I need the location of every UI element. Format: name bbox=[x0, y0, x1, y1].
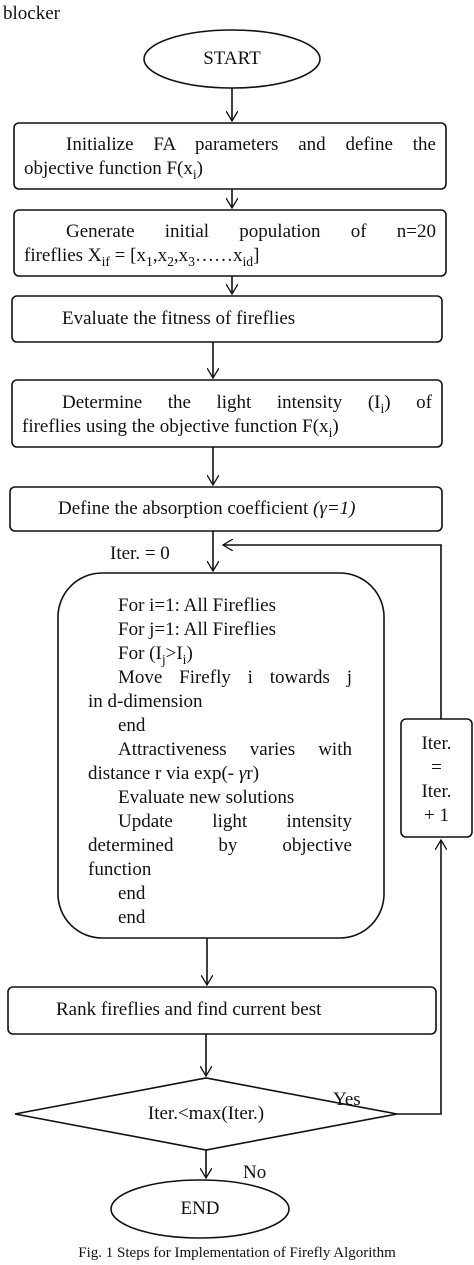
init-box-line-2: objective function F(xi) bbox=[24, 158, 203, 182]
loop-line-13: end bbox=[118, 883, 146, 904]
decision-label: Iter.<max(Iter.) bbox=[147, 1103, 265, 1124]
end-oval bbox=[110, 1179, 290, 1239]
evaluate-box-label: Evaluate the fitness of fireflies bbox=[62, 308, 296, 329]
generate-box-line-2: fireflies Xif = [x1,x2,x3……xid] bbox=[24, 245, 260, 269]
loop-line-4: Move Firefly i towards j bbox=[118, 667, 352, 688]
light-box-line-2: fireflies using the objective function F… bbox=[22, 416, 339, 440]
loop-line-5: in d-dimension bbox=[88, 691, 203, 712]
generate-box-shape bbox=[13, 209, 447, 277]
loop-box-shape bbox=[57, 572, 385, 939]
loop-line-7: Attractiveness varies with bbox=[118, 739, 352, 760]
end-label: END bbox=[180, 1198, 220, 1219]
loop-line-12: function bbox=[88, 859, 152, 880]
rank-box-label: Rank fireflies and find current best bbox=[56, 999, 322, 1020]
rank-box-shape bbox=[7, 986, 437, 1035]
init-box-line-1: Initialize FA parameters and define the bbox=[66, 134, 436, 155]
light-box-line-1: Determine the light intensity (Ii) of bbox=[62, 392, 432, 416]
init-box-shape bbox=[13, 122, 447, 190]
arrow-increment-to-loop bbox=[223, 545, 442, 719]
iteration-init-label: Iter. = 0 bbox=[110, 543, 170, 564]
start-label: START bbox=[203, 48, 261, 69]
loop-line-8: distance r via exp(- γr) bbox=[88, 763, 260, 784]
loop-line-2: For j=1: All Fireflies bbox=[118, 619, 276, 640]
no-label: No bbox=[243, 1162, 267, 1183]
loop-line-3: For (Ij>Ii) bbox=[118, 643, 193, 667]
figure-caption: Fig. 1 Steps for Implementation of Firef… bbox=[78, 1245, 396, 1261]
iteration-increment-box-shape bbox=[400, 718, 473, 838]
absorption-box-label: Define the absorption coefficient (γ=1) bbox=[58, 498, 356, 519]
increment-line-3: Iter. bbox=[421, 781, 452, 802]
loop-line-11: determined by objective bbox=[88, 835, 352, 856]
loop-line-1: For i=1: All Fireflies bbox=[118, 595, 276, 616]
light-intensity-box-shape bbox=[11, 379, 443, 448]
loop-line-10: Update light intensity bbox=[118, 811, 352, 832]
header-fragment: blocker bbox=[3, 3, 60, 24]
loop-line-9: Evaluate new solutions bbox=[118, 787, 295, 808]
yes-label: Yes bbox=[333, 1089, 361, 1110]
loop-line-14: end bbox=[118, 907, 146, 928]
increment-line-1: Iter. bbox=[421, 733, 452, 754]
arrow-yes-to-increment bbox=[397, 840, 441, 1115]
increment-line-2: = bbox=[431, 757, 442, 778]
absorption-box-shape bbox=[9, 486, 443, 532]
evaluate-box-shape bbox=[11, 295, 443, 343]
loop-line-6: end bbox=[118, 715, 146, 736]
generate-box-line-1: Generate initial population of n=20 bbox=[66, 221, 436, 242]
increment-line-4: + 1 bbox=[424, 805, 449, 826]
